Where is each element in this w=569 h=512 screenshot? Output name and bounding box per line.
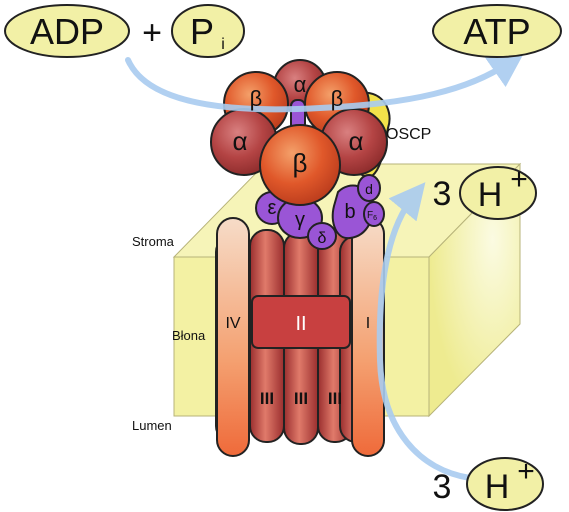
subunit-iii-label-1: III bbox=[260, 389, 274, 408]
beta-label-center: β bbox=[293, 148, 308, 178]
d-label: d bbox=[365, 181, 373, 197]
d-subunit bbox=[357, 174, 381, 202]
proton-count-top: 3 bbox=[433, 175, 452, 213]
svg-text:+: + bbox=[510, 163, 528, 196]
central-stalk bbox=[255, 174, 385, 250]
svg-text:i: i bbox=[221, 36, 225, 53]
proton-arrow bbox=[376, 182, 473, 481]
proton-count-bottom: 3 bbox=[433, 468, 452, 506]
svg-text:H: H bbox=[478, 176, 503, 214]
f6-subunit bbox=[363, 201, 385, 227]
delta-subunit bbox=[307, 222, 337, 250]
svg-text:ADP: ADP bbox=[30, 11, 104, 52]
reaction-arrow bbox=[125, 51, 525, 113]
alpha-label-top: α bbox=[294, 72, 307, 97]
beta-label-left: β bbox=[250, 86, 263, 111]
subunit-iv-label: IV bbox=[225, 315, 240, 332]
beta-label-right: β bbox=[331, 86, 344, 111]
gamma-label: γ bbox=[295, 209, 305, 231]
epsilon-label: ε bbox=[268, 197, 277, 219]
svg-text:+: + bbox=[517, 455, 535, 488]
alpha-label-left: α bbox=[232, 126, 247, 156]
proton-badge-bottom: H + bbox=[466, 455, 544, 511]
subunit-iii-label-3: III bbox=[328, 389, 342, 408]
atp-badge: ATP bbox=[432, 4, 562, 58]
svg-text:P: P bbox=[190, 11, 214, 52]
delta-label: δ bbox=[318, 230, 327, 247]
f1-head bbox=[210, 59, 388, 206]
b-label: b bbox=[344, 201, 355, 223]
plus-sign: + bbox=[142, 14, 162, 52]
subunit-i-label: I bbox=[366, 315, 370, 332]
svg-text:H: H bbox=[485, 468, 510, 506]
beta-subunit bbox=[259, 124, 341, 206]
subunit-ii bbox=[251, 295, 351, 349]
proton-badge-top: H + bbox=[459, 163, 537, 220]
membrane-label: Błona bbox=[172, 328, 206, 343]
subunit-ii-label: II bbox=[295, 313, 306, 335]
stroma-label: Stroma bbox=[132, 234, 175, 249]
svg-text:ATP: ATP bbox=[463, 11, 530, 52]
oscp-label: OSCP bbox=[386, 126, 431, 143]
lumen-label: Lumen bbox=[132, 418, 172, 433]
pi-badge: P i bbox=[171, 4, 245, 58]
adp-badge: ADP bbox=[4, 4, 130, 58]
subunit-iv bbox=[216, 217, 250, 457]
alpha-label-right: α bbox=[348, 126, 363, 156]
subunit-iii-label-2: III bbox=[294, 389, 308, 408]
f6-label: F6 bbox=[367, 210, 377, 222]
